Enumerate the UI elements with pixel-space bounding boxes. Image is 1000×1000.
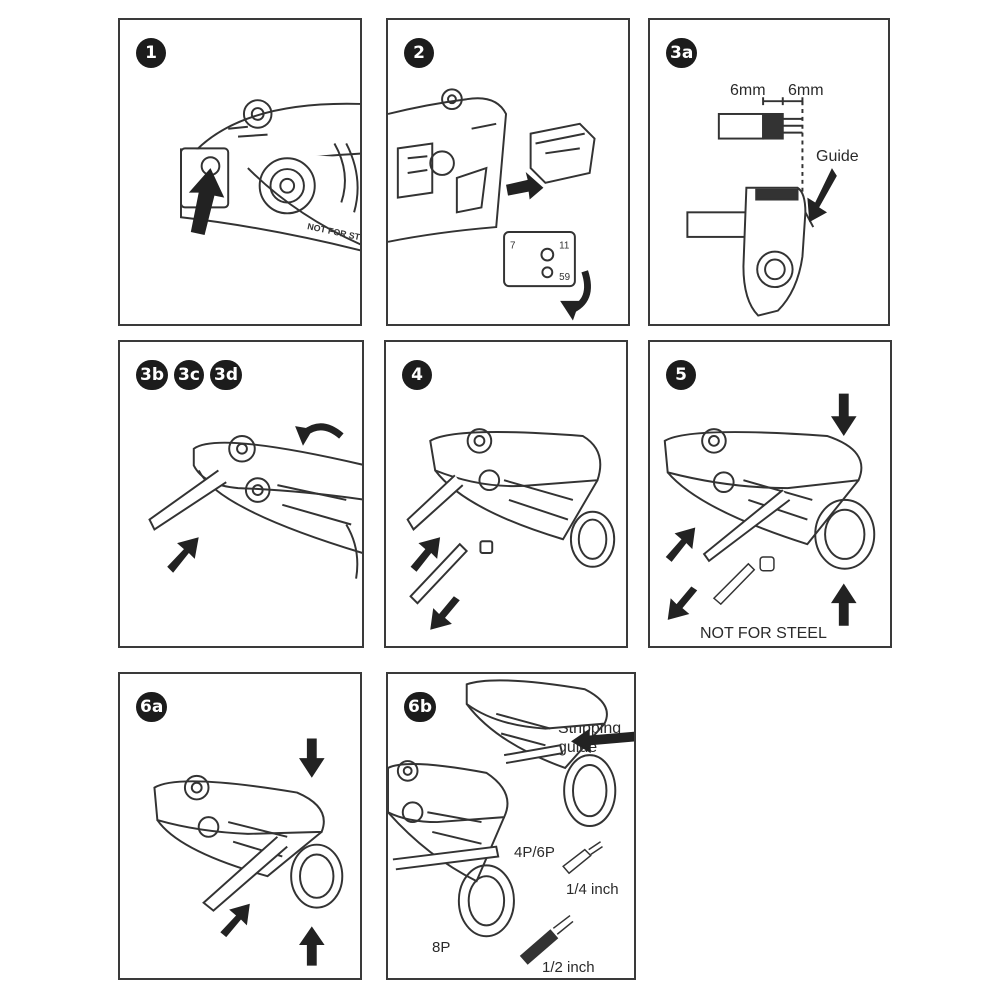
cable-icon — [521, 842, 603, 964]
arrow-icon — [430, 596, 460, 629]
cable-icon — [714, 557, 774, 604]
step-4-panel: 4 — [384, 340, 628, 648]
stripper-tool-icon: NOT FOR STE — [120, 20, 360, 324]
step-3a-panel: 3a 6mm 6mm Guide — [648, 18, 890, 326]
arrow-icon — [299, 738, 325, 777]
stripper-tool-icon — [687, 188, 813, 316]
arrow-icon — [167, 537, 198, 572]
arrow-icon — [220, 904, 250, 937]
step-5-panel: 5 NOT FOR STEEL — [648, 340, 892, 648]
step-6b-panel: 6b Stripping guide 4P/6P 1/4 inch 8P 1/2… — [386, 672, 636, 980]
stripper-tool-icon — [388, 761, 514, 936]
step-6a-panel: 6a — [118, 672, 362, 980]
blade-mark: 59 — [559, 272, 570, 283]
cable-icon — [411, 541, 493, 603]
stripper-tool-icon — [388, 89, 506, 241]
step-1-panel: 1 NOT FOR STE — [118, 18, 362, 326]
blade-mark: 7 — [510, 241, 515, 252]
step-3bcd-panel: 3b 3c 3d — [118, 340, 364, 648]
arrow-icon — [831, 584, 857, 626]
rotate-arrow-icon — [295, 426, 341, 446]
blade-cassette-icon — [504, 124, 594, 286]
arrow-icon — [807, 168, 837, 222]
arrow-icon — [411, 537, 441, 571]
step-2-panel: 2 7 11 59 — [386, 18, 630, 326]
stripper-tool-icon — [154, 776, 342, 911]
arrow-icon — [299, 926, 325, 965]
arrow-icon — [831, 394, 857, 436]
blade-mark: 11 — [559, 241, 569, 252]
stripper-tool-icon — [665, 429, 875, 569]
arrow-icon — [666, 527, 696, 561]
arrow-icon — [668, 586, 698, 619]
